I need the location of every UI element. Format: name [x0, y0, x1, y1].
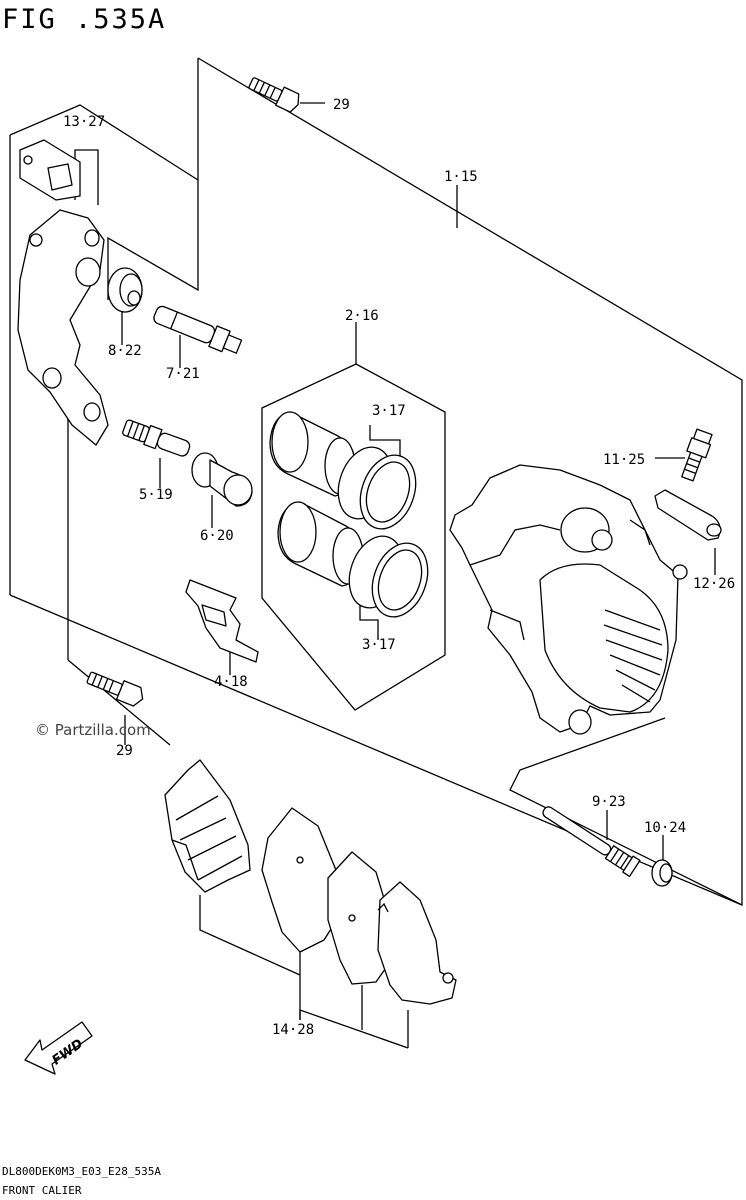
brake-pad-outer	[164, 759, 251, 893]
pad-pin-plug-10-24	[651, 859, 673, 887]
forward-arrow-icon: FWD	[24, 1021, 93, 1075]
assembly-boundary	[197, 57, 743, 907]
label-4-18: 4·18	[214, 674, 248, 690]
leader-14-28-a	[199, 895, 301, 976]
label-10-24: 10·24	[644, 820, 686, 836]
pad-pin-9-23	[542, 806, 641, 878]
bleeder-valve-11-25	[681, 428, 713, 482]
slide-pin-7-21	[153, 305, 243, 354]
bolt-29-top	[248, 77, 300, 113]
seal-set-upper-3-17	[337, 446, 417, 530]
boot-6-20	[191, 452, 253, 507]
piston-upper	[269, 411, 356, 497]
label-7-21: 7·21	[166, 366, 200, 382]
label-6-20: 6·20	[200, 528, 234, 544]
leader-3-17-bottom	[359, 600, 379, 640]
leader-14-28-join	[299, 1009, 409, 1049]
label-9-23: 9·23	[592, 794, 626, 810]
caliper-body	[449, 464, 688, 735]
brake-pad-inner	[377, 881, 457, 1005]
label-11-25: 11·25	[603, 452, 645, 468]
label-3-17-top: 3·17	[372, 403, 406, 419]
bolt-29-bottom	[86, 671, 144, 707]
bracket-group-left	[9, 104, 199, 181]
label-13-27: 13·27	[63, 114, 105, 130]
label-1-15: 1·15	[444, 169, 478, 185]
bracket-group-boundary	[107, 58, 199, 300]
leader-3-17-top	[369, 425, 401, 470]
bleeder-cap-12-26	[654, 489, 722, 541]
label-14-28: 14·28	[272, 1022, 314, 1038]
seal-set-lower-3-17	[348, 535, 429, 618]
brake-pad-backing-1	[261, 807, 341, 953]
model-code: DL800DEK0M3_E03_E28_535A	[2, 1165, 161, 1178]
label-8-22: 8·22	[108, 343, 142, 359]
label-2-16: 2·16	[345, 308, 379, 324]
label-29-bottom: 29	[116, 743, 133, 759]
pad-retainer-4-18	[185, 579, 259, 663]
label-29-top: 29	[333, 97, 350, 113]
figure-caption: FRONT CALIER	[2, 1184, 82, 1197]
caliper-bracket	[17, 209, 109, 446]
watermark: © Partzilla.com	[35, 721, 151, 739]
pad-spring-13-27	[19, 139, 81, 201]
figure-title: FIG .535A	[2, 4, 166, 35]
slide-pin-5-19	[122, 419, 191, 457]
boot-8-22	[107, 267, 143, 313]
bracket-leader-diag	[67, 659, 171, 746]
label-5-19: 5·19	[139, 487, 173, 503]
label-3-17-bottom: 3·17	[362, 637, 396, 653]
label-12-26: 12·26	[693, 576, 735, 592]
brake-pad-backing-2	[327, 851, 393, 985]
